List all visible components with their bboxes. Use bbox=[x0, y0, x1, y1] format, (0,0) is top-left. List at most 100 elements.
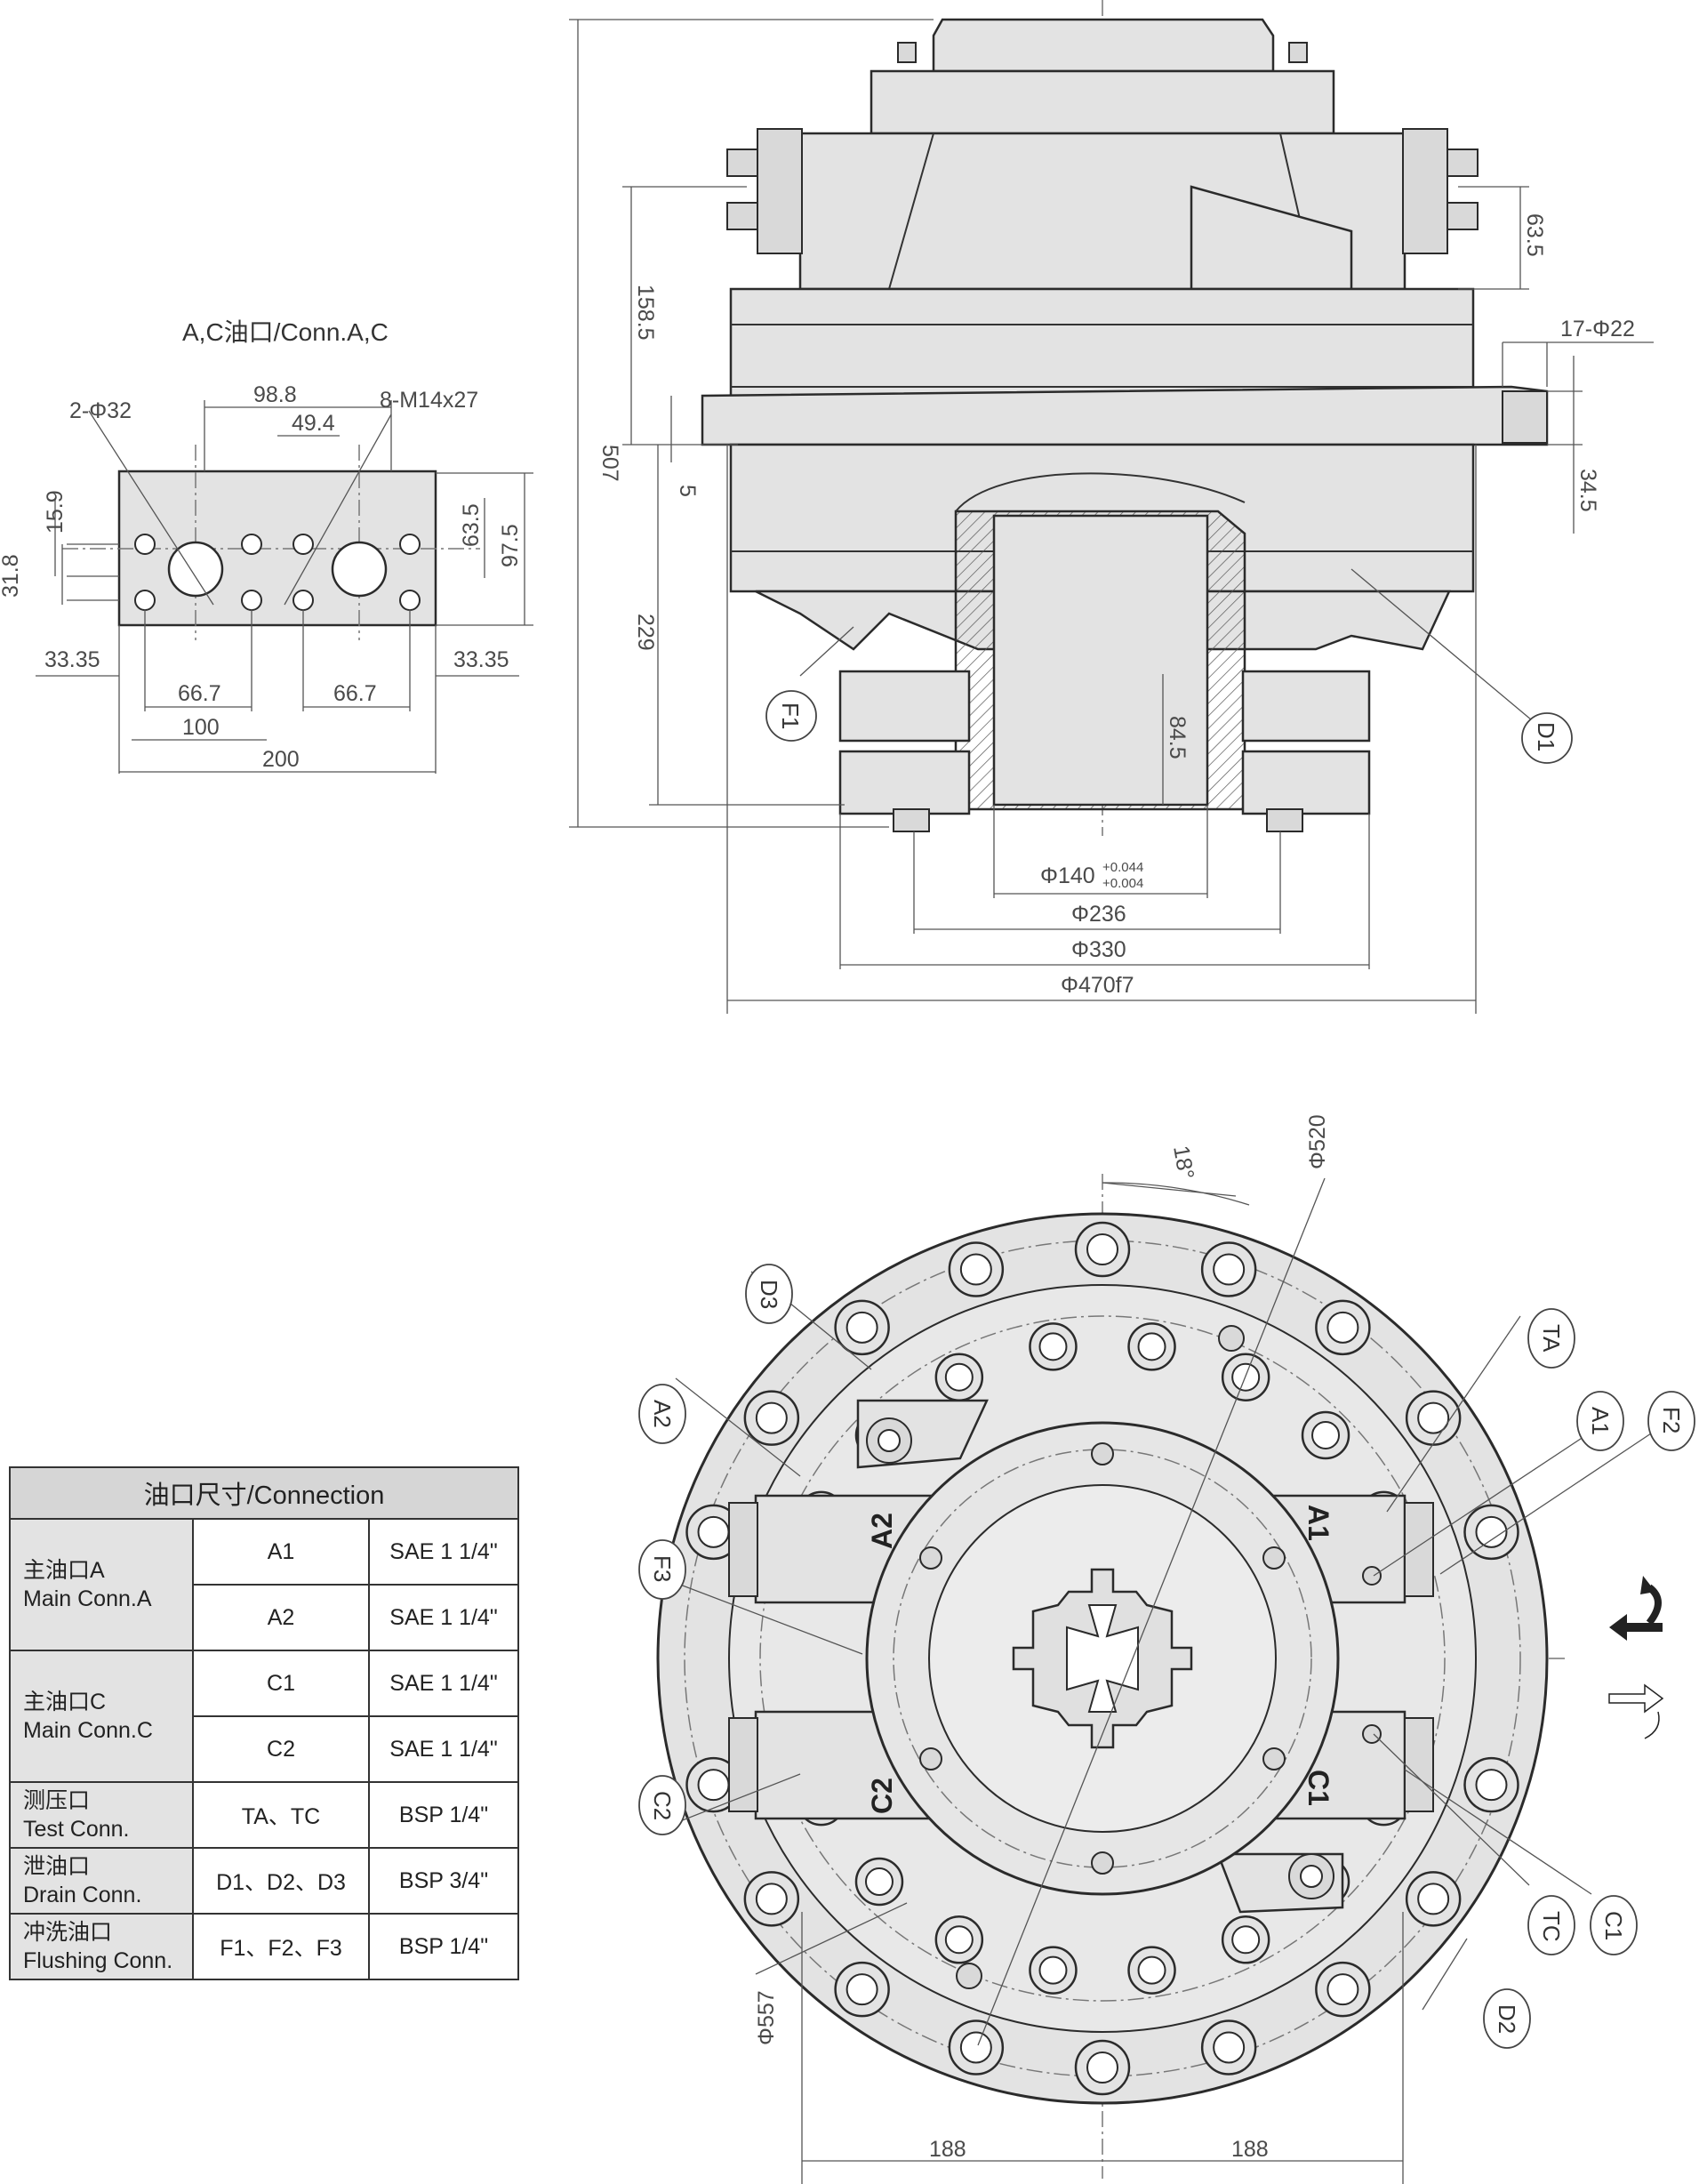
svg-text:C2: C2 bbox=[649, 1791, 676, 1820]
port-bubble-tc: TC bbox=[1527, 1895, 1575, 1955]
svg-text:D2: D2 bbox=[1494, 2004, 1520, 2034]
port-bubble-f2: F2 bbox=[1647, 1391, 1695, 1451]
dim-200: 200 bbox=[262, 747, 300, 772]
port-bubble-c1: C1 bbox=[1590, 1895, 1638, 1955]
table-row: 泄油口 Drain Conn. D1、D2、D3 BSP 3/4" bbox=[9, 1847, 519, 1915]
dim-188-right: 188 bbox=[1231, 2137, 1269, 2162]
table-row: 冲洗油口 Flushing Conn. F1、F2、F3 BSP 1/4" bbox=[9, 1913, 519, 1980]
shaft-bore bbox=[992, 514, 1209, 807]
side-bolt-bosses bbox=[726, 42, 1479, 254]
inner-bolt-hole bbox=[934, 1915, 984, 1964]
upper-housing bbox=[870, 69, 1335, 135]
port-bubble-f1: F1 bbox=[765, 690, 817, 742]
port-bores bbox=[167, 541, 388, 598]
port-bubble-a1: A1 bbox=[1576, 1391, 1624, 1451]
size-cell: BSP 1/4" bbox=[368, 1913, 519, 1980]
inner-bolt-hole bbox=[1029, 1322, 1078, 1371]
table-header: 油口尺寸/Connection bbox=[9, 1466, 519, 1520]
dim-phi-140: Φ140 bbox=[1040, 863, 1095, 888]
side-view: 507 158.5 229 5 63.5 34.5 84.5 17-Φ22 Φ1… bbox=[569, 0, 1654, 1014]
inner-bolt-hole bbox=[1127, 1946, 1176, 1995]
dim-33-35-l: 33.35 bbox=[44, 647, 100, 672]
svg-text:F2: F2 bbox=[1658, 1407, 1685, 1433]
dim-188-left: 188 bbox=[929, 2137, 966, 2162]
dim-97-5: 97.5 bbox=[498, 524, 523, 567]
table-row: 测压口 Test Conn. TA、TC BSP 1/4" bbox=[9, 1781, 519, 1849]
flange-bolt-hole bbox=[1463, 1756, 1519, 1813]
port-bubble-a2: A2 bbox=[638, 1384, 686, 1444]
flange-bolt-hole bbox=[948, 2019, 1005, 2076]
svg-text:D1: D1 bbox=[1533, 722, 1559, 751]
block-label-c1: C1 bbox=[1302, 1770, 1334, 1806]
flange-bolt-hole bbox=[1200, 2019, 1257, 2076]
group-main-a: 主油口A Main Conn.A bbox=[9, 1518, 194, 1651]
conn-detail-view: A,C油口/Conn.A,C bbox=[0, 318, 533, 774]
dim-63-5-side: 63.5 bbox=[1522, 213, 1547, 257]
svg-text:TC: TC bbox=[1538, 1911, 1565, 1942]
flange-bolt-hole bbox=[743, 1390, 800, 1446]
size-cell: SAE 1 1/4" bbox=[368, 1518, 519, 1586]
dim-phi-470: Φ470f7 bbox=[1061, 973, 1134, 998]
mounting-flange bbox=[701, 385, 1549, 446]
dim-507: 507 bbox=[597, 445, 622, 482]
block-label-c2: C2 bbox=[866, 1778, 898, 1814]
dim-holes: 2-Φ32 bbox=[69, 398, 132, 423]
flange-bolt-hole bbox=[743, 1871, 800, 1927]
table-row: 主油口C Main Conn.C C1 SAE 1 1/4" bbox=[9, 1650, 519, 1783]
inner-bolt-hole bbox=[1301, 1410, 1350, 1460]
thread-holes bbox=[134, 534, 421, 611]
inner-bolt-hole bbox=[934, 1353, 984, 1401]
flange-bolt-hole bbox=[1074, 1221, 1131, 1278]
port-cell: C1 bbox=[192, 1650, 370, 1717]
dim-229: 229 bbox=[633, 614, 658, 651]
svg-text:F3: F3 bbox=[649, 1555, 676, 1582]
outer-bolt-ring bbox=[685, 1221, 1519, 2096]
port-bubble-d1: D1 bbox=[1521, 712, 1573, 764]
dim-98-8: 98.8 bbox=[253, 382, 297, 407]
port-bubble-d3: D3 bbox=[745, 1264, 793, 1324]
size-cell: SAE 1 1/4" bbox=[368, 1650, 519, 1717]
dim-phi-330: Φ330 bbox=[1071, 937, 1126, 962]
output-hub-lower bbox=[838, 750, 971, 815]
flange-bolt-hole bbox=[1405, 1390, 1462, 1446]
inner-bolt-hole bbox=[1029, 1946, 1078, 1995]
port-cell: A1 bbox=[192, 1518, 370, 1586]
dim-158-5: 158.5 bbox=[633, 285, 658, 341]
port-bubble-ta: TA bbox=[1527, 1308, 1575, 1369]
dim-15-9: 15.9 bbox=[43, 490, 68, 534]
dim-33-35-r: 33.35 bbox=[453, 647, 509, 672]
dim-angle-18: 18° bbox=[1168, 1144, 1198, 1181]
connection-table: 油口尺寸/Connection 主油口A Main Conn.A A1 SAE … bbox=[9, 1466, 519, 1980]
inner-bolt-hole bbox=[1221, 1915, 1270, 1964]
flange-bolt-hole bbox=[685, 1504, 741, 1561]
port-cell: A2 bbox=[192, 1584, 370, 1651]
flange-bolt-hole bbox=[1200, 1241, 1257, 1297]
dim-63-5: 63.5 bbox=[459, 503, 484, 547]
dim-66-7-r: 66.7 bbox=[333, 681, 377, 706]
port-cell: TA、TC bbox=[192, 1781, 370, 1849]
table-row: C2 SAE 1 1/4" bbox=[10, 1715, 519, 1783]
dim-84-5: 84.5 bbox=[1165, 716, 1190, 759]
size-cell: BSP 3/4" bbox=[368, 1847, 519, 1915]
dim-66-7-l: 66.7 bbox=[178, 681, 221, 706]
port-cell: F1、F2、F3 bbox=[192, 1913, 370, 1980]
group-drain: 泄油口 Drain Conn. bbox=[9, 1847, 194, 1915]
top-cap bbox=[932, 18, 1275, 73]
dim-phi-236: Φ236 bbox=[1071, 902, 1126, 927]
output-hub-upper bbox=[838, 670, 971, 743]
dim-threads: 8-M14x27 bbox=[380, 388, 478, 413]
port-cell: C2 bbox=[192, 1715, 370, 1783]
svg-text:TA: TA bbox=[1538, 1324, 1565, 1353]
dim-31-8: 31.8 bbox=[0, 554, 23, 598]
dim-100: 100 bbox=[182, 715, 220, 740]
conn-detail-title: A,C油口/Conn.A,C bbox=[182, 318, 389, 346]
dim-phi-140-tol-dn: +0.004 bbox=[1102, 876, 1143, 891]
flange-bolt-hole bbox=[1463, 1504, 1519, 1561]
group-main-c: 主油口C Main Conn.C bbox=[9, 1650, 194, 1783]
svg-text:A2: A2 bbox=[649, 1400, 676, 1428]
flange-bolt-hole bbox=[1315, 1299, 1371, 1356]
size-cell: BSP 1/4" bbox=[368, 1781, 519, 1849]
inner-bolt-hole bbox=[854, 1857, 904, 1907]
disc-screws bbox=[919, 1325, 1382, 1989]
port-bubble-c2: C2 bbox=[638, 1775, 686, 1835]
